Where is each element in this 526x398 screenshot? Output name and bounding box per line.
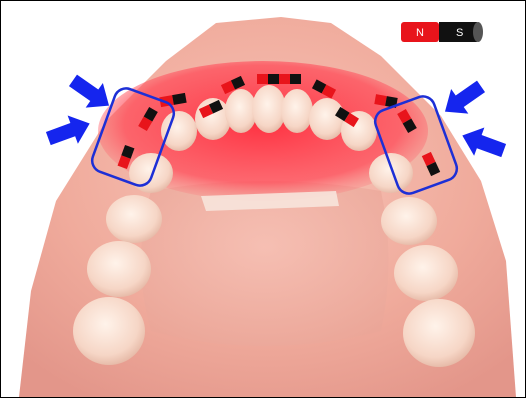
tooth (129, 153, 173, 193)
tooth (73, 297, 145, 365)
legend-magnet: N S (401, 22, 483, 42)
magnet-icon (257, 74, 301, 84)
tooth (309, 98, 345, 140)
tooth (161, 111, 197, 151)
tooth (281, 89, 313, 133)
tooth (369, 153, 413, 193)
legend-north-label: N (416, 27, 424, 39)
tooth (87, 241, 151, 297)
tooth (381, 197, 437, 245)
force-arrow-icon (43, 109, 95, 152)
tooth (394, 245, 458, 301)
legend-magnet-end (473, 22, 483, 42)
tooth (403, 299, 475, 367)
tooth (252, 85, 286, 133)
tooth (106, 195, 162, 243)
force-arrow-icon (436, 74, 489, 124)
legend-south-label: S (456, 27, 463, 39)
